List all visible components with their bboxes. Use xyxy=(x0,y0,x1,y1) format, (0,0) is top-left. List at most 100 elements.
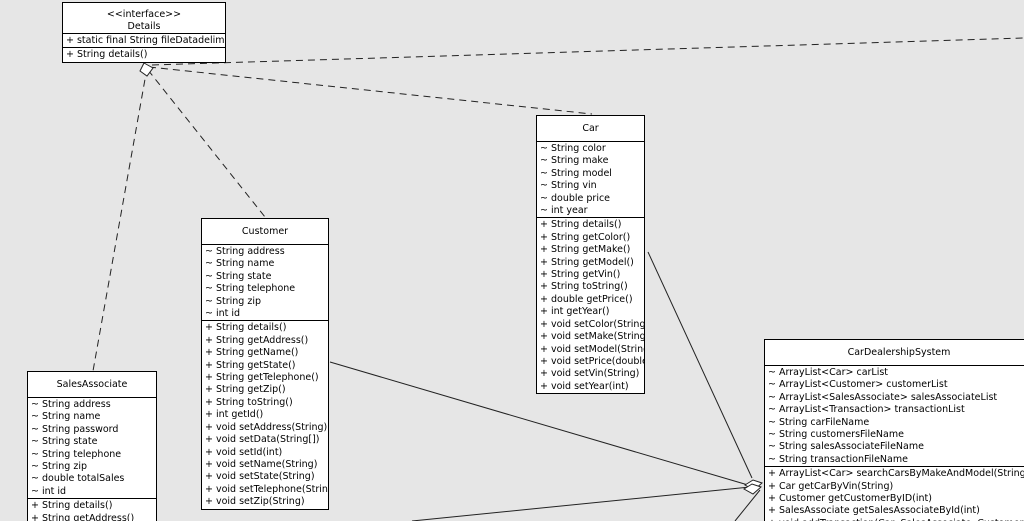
realization-line-sales-associate xyxy=(92,67,148,372)
class-box-car[interactable]: Car ~ String color~ String make~ String … xyxy=(536,115,645,395)
member-row: ~ ArrayList<Car> carList xyxy=(768,367,889,378)
member-row: ~ String transactionFileName xyxy=(768,453,908,465)
member-row: ~ String telephone xyxy=(31,448,122,460)
member-row: + String getMake() xyxy=(540,244,631,256)
member-row: + SalesAssociate getSalesAssociateById(i… xyxy=(768,505,980,517)
class-stereotype: <<interface>> xyxy=(106,9,182,20)
member-row: ~ ArrayList<SalesAssociate> salesAssocia… xyxy=(768,391,998,403)
class-name: Customer xyxy=(202,219,328,245)
member-row: ~ String state xyxy=(205,270,272,282)
member-row: ~ String address xyxy=(205,246,285,257)
class-box-sales-associate[interactable]: SalesAssociate ~ String address~ String … xyxy=(27,371,157,521)
member-row: + String details() xyxy=(540,219,622,231)
member-row: + String getModel() xyxy=(540,256,634,268)
class-box-details[interactable]: <<interface>> Details + static final Str… xyxy=(62,2,226,63)
member-row: ~ String zip xyxy=(205,295,262,307)
member-row: + String details() xyxy=(205,322,287,334)
methods-section: + String details()+ String getColor()+ S… xyxy=(537,218,644,393)
class-name: Car xyxy=(537,116,644,142)
member-row: ~ String name xyxy=(31,411,101,423)
member-row: + void setData(String[]) xyxy=(205,434,320,446)
aggregation-diamond-lower xyxy=(743,483,762,495)
attributes-section: ~ String address~ String name~ String pa… xyxy=(28,398,156,500)
association-line-customer xyxy=(329,361,749,486)
member-row: ~ String name xyxy=(205,258,275,270)
member-row: + String toString() xyxy=(540,281,628,293)
attributes-section: ~ ArrayList<Car> carList~ ArrayList<Cust… xyxy=(765,366,1024,468)
member-row: + int getYear() xyxy=(540,306,610,318)
class-box-customer[interactable]: Customer ~ String address~ String name~ … xyxy=(201,218,329,510)
realization-line-offscreen xyxy=(151,37,1024,66)
class-name: SalesAssociate xyxy=(28,372,156,398)
methods-section: + String details() xyxy=(63,48,225,61)
member-row: + void setModel(String) xyxy=(540,343,644,355)
member-row: + void setMake(String) xyxy=(540,331,644,343)
attributes-section: ~ String address~ String name~ String st… xyxy=(202,245,328,322)
member-row: + void setPrice(double) xyxy=(540,355,644,367)
member-row: ~ String color xyxy=(540,143,606,154)
member-row: + void setId(int) xyxy=(205,446,283,458)
member-row: + double getPrice() xyxy=(540,293,633,305)
member-row: + void addTransaction(Car, SalesAssociat… xyxy=(768,518,1024,521)
member-row: + String getAddress() xyxy=(31,512,135,521)
member-row: + void setYear(int) xyxy=(540,380,629,392)
association-line-sales-associate xyxy=(411,486,751,521)
member-row: ~ String vin xyxy=(540,180,597,192)
member-row: ~ String carFileName xyxy=(768,416,870,428)
class-box-car-dealership-system[interactable]: CarDealershipSystem ~ ArrayList<Car> car… xyxy=(764,339,1024,521)
member-row: ~ ArrayList<Transaction> transactionList xyxy=(768,404,965,416)
member-row: + void setVin(String) xyxy=(540,368,640,380)
methods-section: + String details()+ String getAddress()+… xyxy=(202,321,328,508)
member-row: ~ String model xyxy=(540,167,612,179)
member-row: + String getColor() xyxy=(540,231,631,243)
class-header: <<interface>> Details xyxy=(63,3,225,34)
member-row: ~ String password xyxy=(31,423,119,435)
realization-line-customer xyxy=(147,69,266,218)
member-row: ~ String zip xyxy=(31,461,88,473)
member-row: ~ int id xyxy=(31,485,67,497)
member-row: + String getZip() xyxy=(205,384,286,396)
member-row: + ArrayList<Car> searchCarsByMakeAndMode… xyxy=(768,468,1024,480)
member-row: + Car getCarByVin(String) xyxy=(768,480,894,492)
association-line-car xyxy=(647,251,753,479)
member-row: + void setAddress(String) xyxy=(205,421,328,433)
member-row: + static final String fileDatadelimeter xyxy=(66,35,225,46)
member-row: ~ String make xyxy=(540,155,609,167)
member-row: ~ String telephone xyxy=(205,283,296,295)
member-row: ~ String address xyxy=(31,399,111,410)
attributes-section: ~ String color~ String make~ String mode… xyxy=(537,142,644,219)
member-row: + Customer getCustomerByID(int) xyxy=(768,493,932,505)
class-name: CarDealershipSystem xyxy=(765,340,1024,366)
member-row: ~ double totalSales xyxy=(31,473,125,485)
member-row: ~ ArrayList<Customer> customerList xyxy=(768,379,948,391)
member-row: ~ String state xyxy=(31,436,98,448)
member-row: + String toString() xyxy=(205,396,293,408)
member-row: ~ int id xyxy=(205,308,241,320)
association-line-transaction xyxy=(734,489,761,521)
member-row: ~ String salesAssociateFileName xyxy=(768,441,924,453)
member-row: + String getAddress() xyxy=(205,334,309,346)
member-row: + int getId() xyxy=(205,409,264,421)
member-row: ~ String customersFileName xyxy=(768,429,904,441)
member-row: + String getVin() xyxy=(540,269,621,281)
attributes-section: + static final String fileDatadelimeter xyxy=(63,34,225,49)
member-row: + String getTelephone() xyxy=(205,372,319,384)
member-row: + String details() xyxy=(66,49,148,61)
methods-section: + ArrayList<Car> searchCarsByMakeAndMode… xyxy=(765,467,1024,521)
member-row: + String getState() xyxy=(205,359,296,371)
member-row: + void setName(String) xyxy=(205,458,318,470)
member-row: + void setTelephone(String) xyxy=(205,483,328,495)
member-row: + String getName() xyxy=(205,347,299,359)
methods-section: + String details()+ String getAddress() xyxy=(28,499,156,521)
class-name: Details xyxy=(127,21,161,32)
realization-line-car xyxy=(148,66,593,115)
member-row: ~ double price xyxy=(540,192,611,204)
member-row: + void setZip(String) xyxy=(205,496,305,508)
member-row: + void setState(String) xyxy=(205,471,315,483)
realization-arrowhead xyxy=(139,62,154,77)
member-row: + void setColor(String) xyxy=(540,318,644,330)
member-row: ~ int year xyxy=(540,205,588,217)
member-row: + String details() xyxy=(31,500,113,512)
